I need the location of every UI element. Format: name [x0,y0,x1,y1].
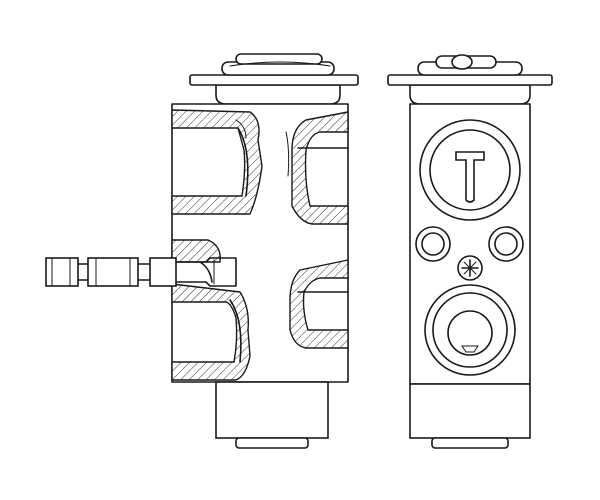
front-small-port-left [415,226,451,262]
front-neck [409,383,531,439]
side-bottom-neck [215,381,329,449]
side-view [45,53,359,449]
stem-collar [149,257,177,287]
t-stem-icon [455,151,485,203]
front-view [387,54,553,449]
side-neck-tip [235,437,309,449]
front-top-cap [387,54,553,105]
side-cavity-lower-right [289,259,349,349]
side-neck [215,381,329,439]
front-upper-port [419,119,521,221]
front-neck-tip [431,437,509,449]
front-center-screw [457,255,483,281]
front-small-port-right [488,226,524,262]
side-cavity-upper-left [171,109,263,215]
front-bottom-neck [409,383,531,449]
side-cavity-middle-left [171,239,221,283]
side-cavity-upper-right [285,111,349,225]
side-top-cap [189,53,359,105]
side-cavity-lower-left [171,283,251,381]
side-stem-tube [45,257,237,287]
front-lower-port [424,284,516,376]
stem-tip [45,257,79,287]
